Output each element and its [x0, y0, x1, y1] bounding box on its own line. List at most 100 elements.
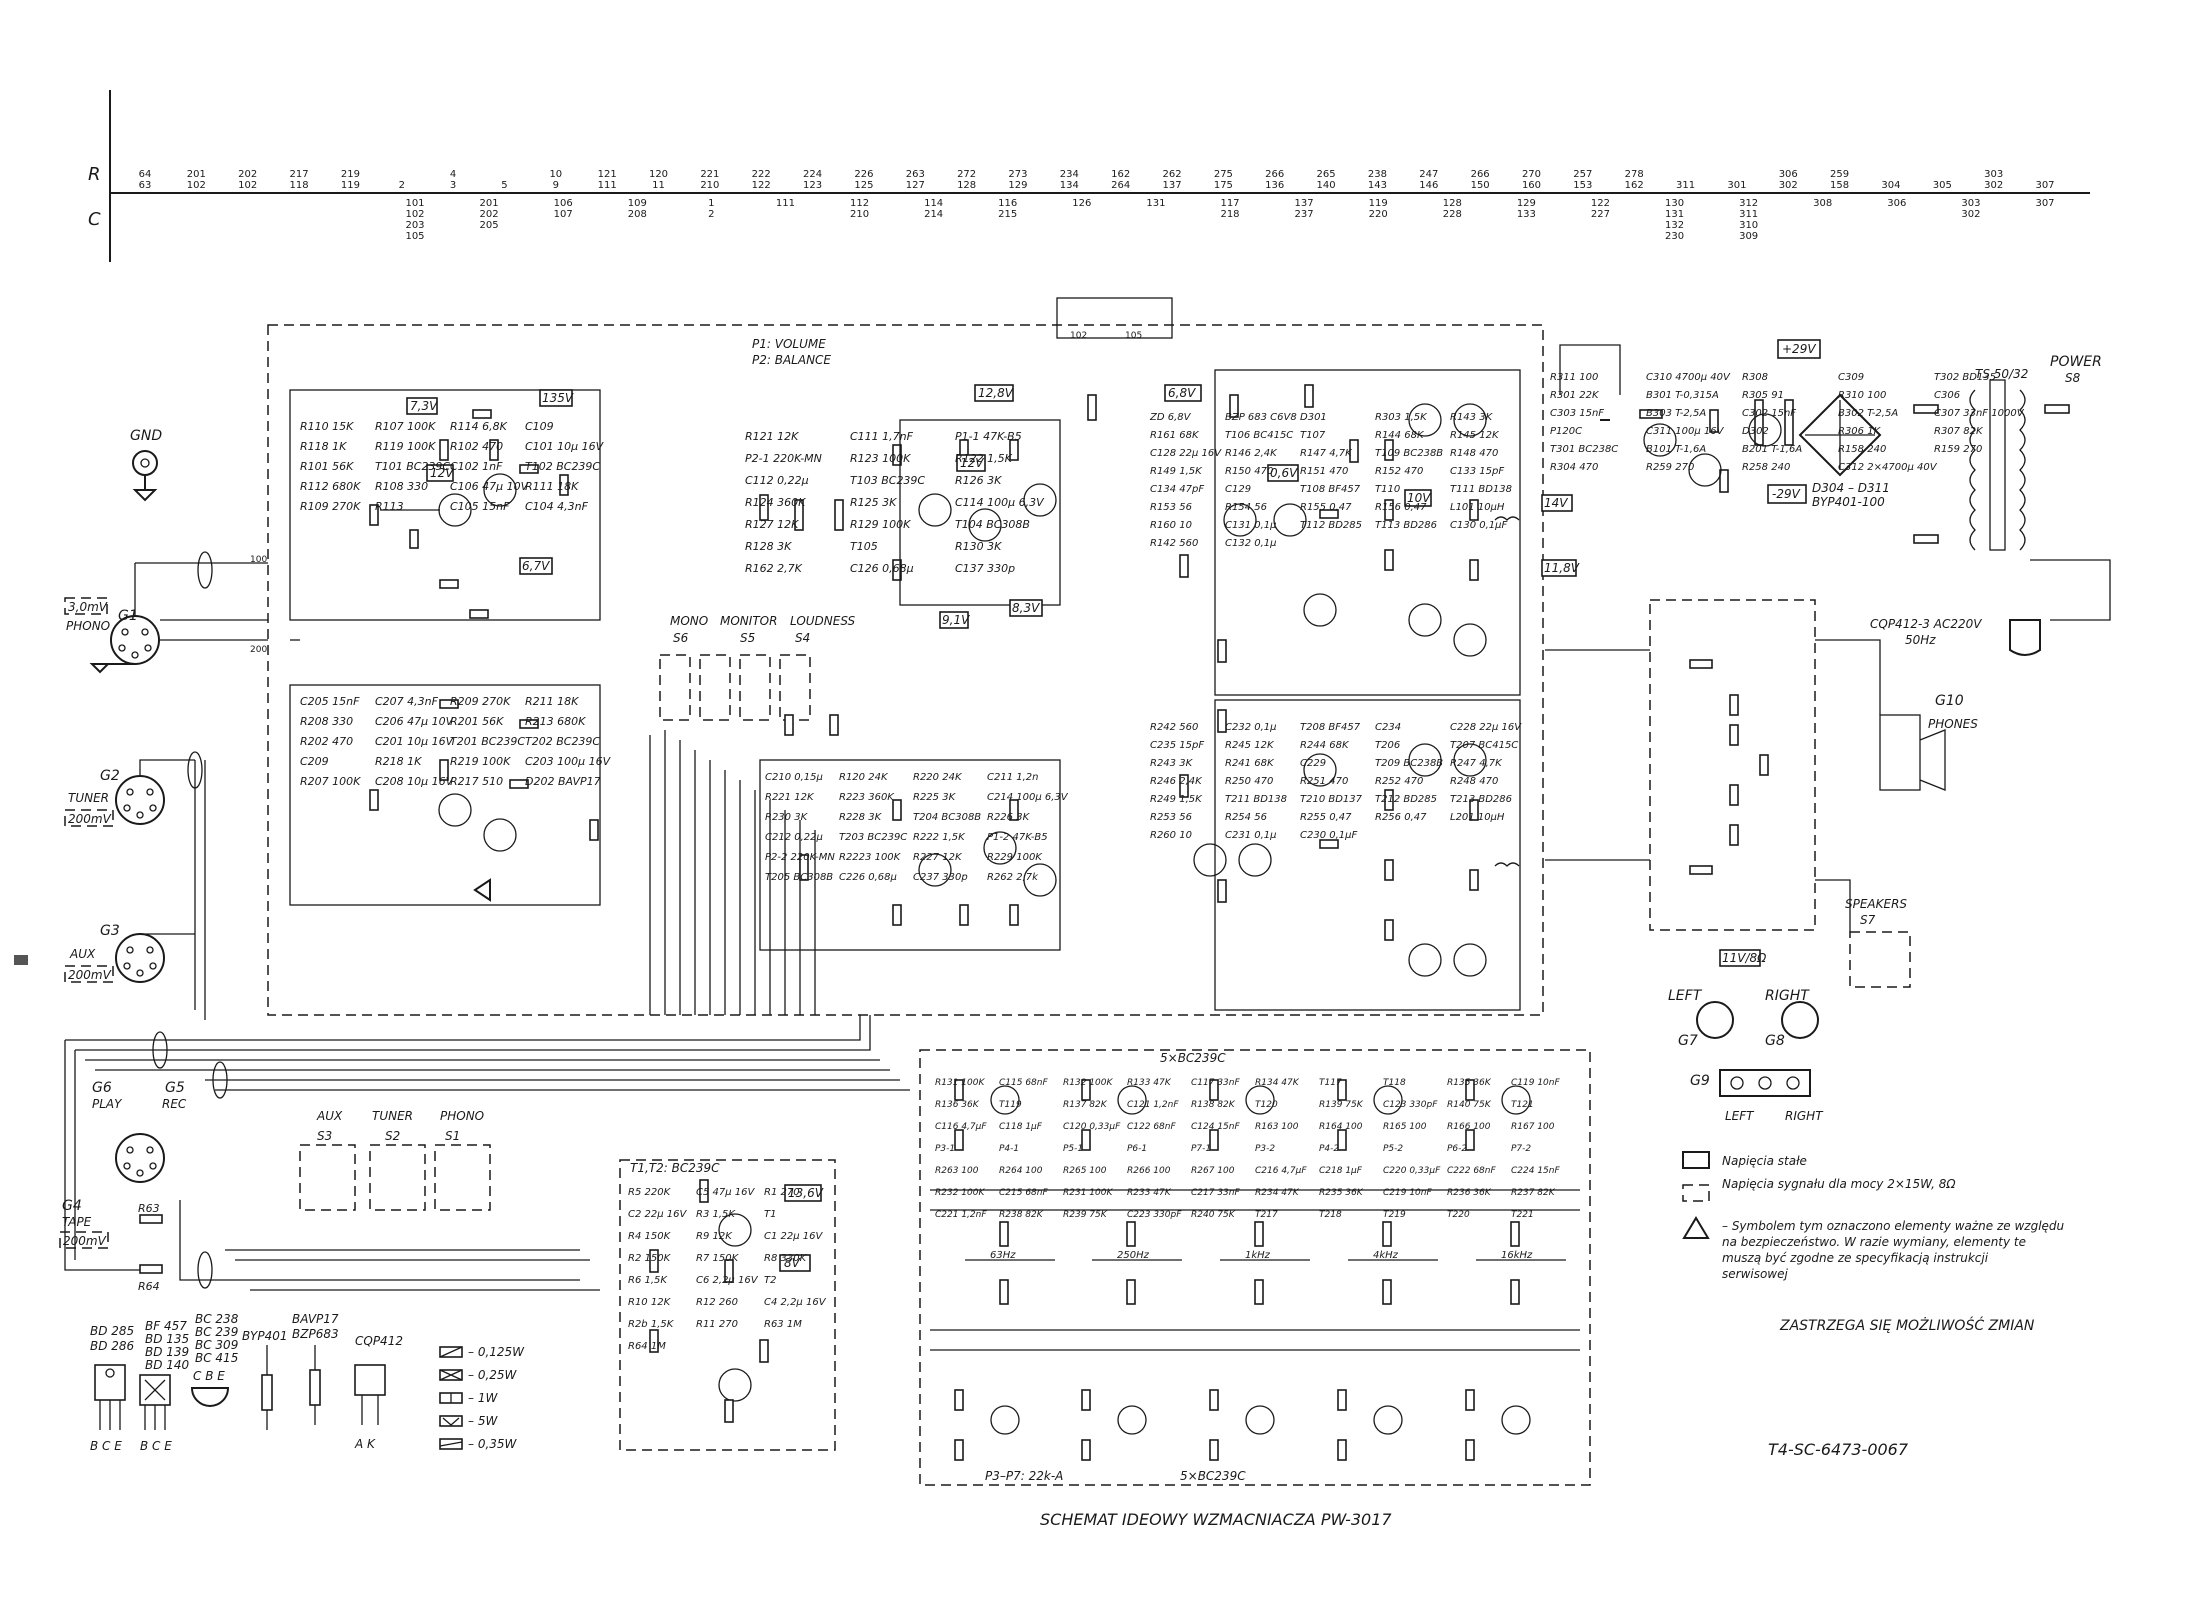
component-label: R265 100 [1063, 1166, 1107, 1176]
ruler-r-ref: 134 [1060, 180, 1079, 191]
v128-label: 12,8V [978, 386, 1014, 400]
ruler-c-ref: 203 [405, 220, 424, 231]
pkg1-a: BD 285 [90, 1324, 134, 1338]
g2-level: 200mV [68, 812, 112, 826]
component-label: C218 1µF [1319, 1166, 1363, 1176]
component-label: R165 100 [1383, 1122, 1427, 1132]
ruler-c-ref: 109 [628, 198, 647, 209]
component-label: C115 68nF [999, 1078, 1048, 1088]
g2-label: G2 [100, 768, 120, 784]
component-label: R10 12K [628, 1297, 672, 1308]
aux-label: AUX [316, 1109, 343, 1123]
component-label: T205 BC308B [765, 872, 833, 883]
g5-name: REC [162, 1097, 187, 1111]
bridge-type-label: BYP401-100 [1812, 495, 1885, 509]
component-label: T218 [1319, 1210, 1342, 1220]
component-label: P3-1 [935, 1144, 955, 1154]
component-label: C211 1,2n [987, 772, 1039, 783]
component-label: T202 BC239C [525, 735, 600, 748]
component-label: C223 330pF [1127, 1210, 1182, 1220]
ruler-r-ref: 306 [1779, 169, 1798, 180]
component-label: R256 0,47 [1375, 812, 1427, 823]
ruler-c-ref: 117 [1220, 198, 1239, 209]
component-label: R259 270 [1646, 462, 1694, 473]
v67-left: 6,7V [522, 559, 550, 573]
legend-solid: Napięcia stałe [1722, 1154, 1807, 1168]
ruler-c-ref: 107 [554, 209, 573, 220]
component-label: R158 240 [1838, 444, 1886, 455]
ruler-c-ref: 201 [480, 198, 499, 209]
ruler-r-ref: 129 [1008, 180, 1027, 191]
component-label: T113 BD286 [1375, 520, 1437, 531]
ruler-r-ref: 224 [803, 169, 822, 180]
pkg-to126-icon [94, 1364, 126, 1401]
ruler-r-ref: 63 [139, 180, 152, 191]
pkg3-a: BC 238 [195, 1312, 239, 1326]
component-label: R232 100K [935, 1188, 985, 1198]
component-label: B301 T-0,315A [1646, 390, 1719, 401]
pkg3-pins: C B E [193, 1369, 225, 1383]
ruler-r-ref: 259 [1830, 169, 1849, 180]
component-label: R240 75K [1191, 1210, 1236, 1220]
v136-label: 13,6V [788, 1186, 824, 1200]
component-label: R152 470 [1375, 466, 1423, 477]
component-label: P120C [1550, 426, 1582, 437]
ruler-r-ref: 263 [906, 169, 925, 180]
component-label: R209 270K [450, 695, 511, 708]
ruler-r-ref: 137 [1162, 180, 1181, 191]
g7-label: G7 [1678, 1033, 1698, 1049]
ruler-r-ref: 201 [187, 169, 206, 180]
g4-label: G4 [62, 1198, 82, 1214]
component-label: R266 100 [1127, 1166, 1171, 1176]
component-label: T109 BC238B [1375, 448, 1443, 459]
ruler-r-ref: 10 [549, 169, 562, 180]
ruler-r-ref: 273 [1008, 169, 1027, 180]
component-label: R161 68K [1150, 430, 1200, 441]
component-label: R3 1,5K [696, 1209, 736, 1220]
ruler-c-ref: 105 [405, 231, 424, 242]
ruler-c-ref: 101 [405, 198, 424, 209]
component-label: R109 270K [300, 500, 361, 513]
g2-level-box [64, 809, 114, 827]
component-label: P2-2 220K-MN [765, 852, 835, 863]
component-label: B201 T-1,6A [1742, 444, 1802, 455]
pkg-diode-icon [261, 1374, 273, 1411]
component-label: C109 [525, 420, 554, 433]
g3-label: G3 [100, 923, 120, 939]
component-label: R107 100K [375, 420, 436, 433]
ruler-r-ref: 217 [290, 169, 309, 180]
ruler-c-ref: 312 [1739, 198, 1758, 209]
ruler-r-ref: 128 [957, 180, 976, 191]
g6-label: G6 [92, 1080, 112, 1096]
component-label: R130 3K [955, 540, 1002, 553]
component-label: B101 T-1,6A [1646, 444, 1706, 455]
component-label: R153 56 [1150, 502, 1192, 513]
ruler-r-ref: 265 [1317, 169, 1336, 180]
ruler-c-ref: 311 [1739, 209, 1758, 220]
component-label: R234 47K [1255, 1188, 1300, 1198]
component-label: P5-2 [1383, 1144, 1403, 1154]
component-label: R101 56K [300, 460, 354, 473]
g3-level: 200mV [68, 968, 112, 982]
component-label: R221 12K [765, 792, 815, 803]
component-label: R226 3K [987, 812, 1031, 823]
ruler-c-ref: 130 [1665, 198, 1684, 209]
left-term-label: LEFT [1725, 1109, 1755, 1123]
component-label: R252 470 [1375, 776, 1423, 787]
ruler-r-ref: 264 [1111, 180, 1130, 191]
ruler-r-ref: 123 [803, 180, 822, 191]
ruler-r-ref: 301 [1727, 180, 1746, 191]
component-label: T101 BC239C [375, 460, 450, 473]
component-label: P5-1 [1063, 1144, 1083, 1154]
component-label: T219 [1383, 1210, 1406, 1220]
component-label: R310 100 [1838, 390, 1886, 401]
volume-label: P1: VOLUME [752, 337, 826, 351]
ruler-r-ref: 270 [1522, 169, 1541, 180]
component-label: R219 100K [450, 755, 511, 768]
